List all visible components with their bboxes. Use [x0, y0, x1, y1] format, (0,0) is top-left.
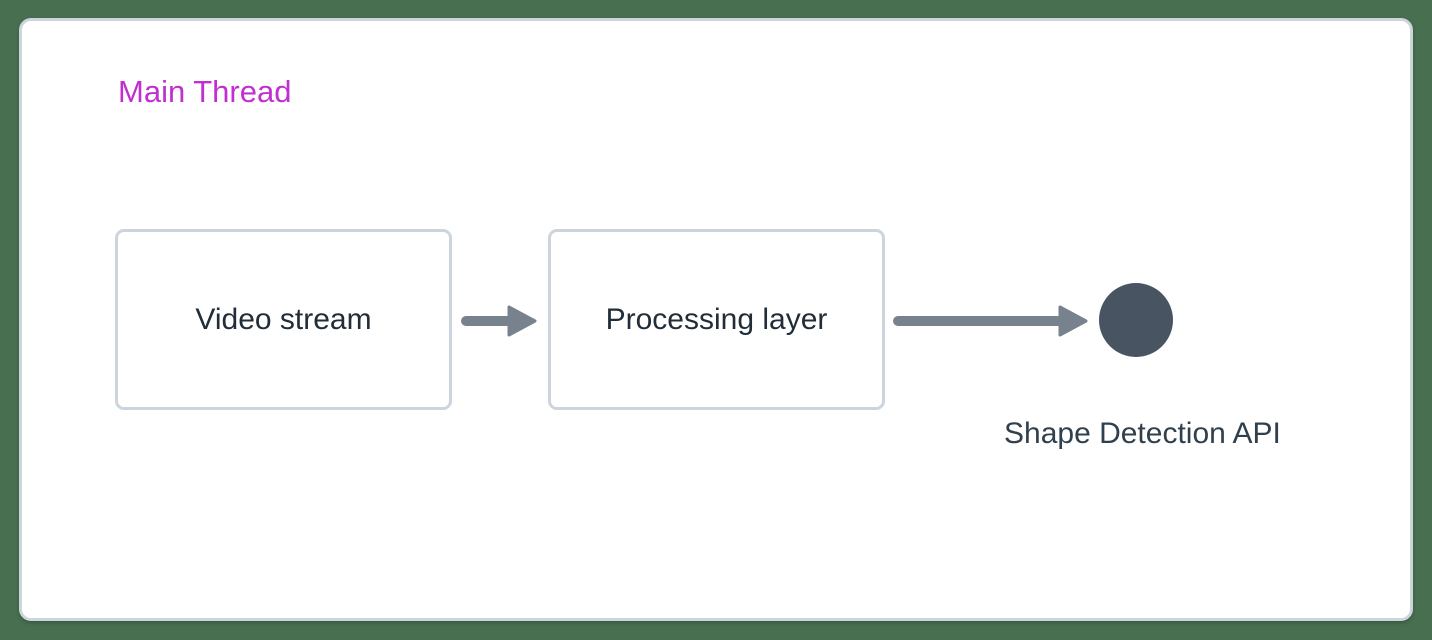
node-video-stream: Video stream: [115, 229, 452, 410]
lane-title: Main Thread: [118, 74, 292, 109]
node-video-stream-label: Video stream: [195, 302, 372, 336]
node-processing-layer: Processing layer: [548, 229, 885, 410]
endpoint-label: Shape Detection API: [1004, 417, 1281, 450]
shape-detection-api-node: [1099, 283, 1173, 357]
node-processing-layer-label: Processing layer: [605, 302, 828, 336]
